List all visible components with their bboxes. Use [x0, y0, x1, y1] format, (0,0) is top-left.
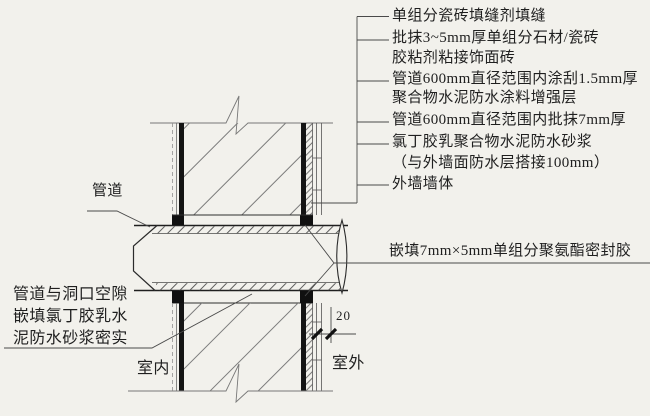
pipe-wall-hatch-bottom	[156, 283, 340, 291]
gap-note-line3: 泥防水砂浆密实	[13, 330, 128, 347]
wall-body-hatch-upper	[184, 123, 301, 215]
dimension-20	[309, 307, 356, 343]
break-line-bottom	[128, 363, 333, 404]
mortar-layer-hatch-upper	[306, 123, 313, 215]
outdoor-label: 室外	[332, 355, 365, 372]
callout-mortar-7mm: 管道600mm直径范围内批抹7mm厚	[392, 112, 626, 128]
pipe-break-left	[132, 225, 158, 291]
pipe-section	[132, 218, 348, 295]
mortar-layer-hatch-lower	[306, 303, 313, 391]
pipe-break-right	[336, 218, 348, 295]
dimension-20-value: 20	[336, 308, 351, 323]
pipe-wall-hatch-top	[156, 226, 340, 234]
dimension-tick	[324, 327, 338, 341]
gap-note-line2: 嵌填氯丁胶乳水	[13, 308, 128, 325]
wall-upper-section	[150, 95, 333, 216]
sealant-blocks	[172, 215, 313, 303]
callout-neoprene-line1: 氯丁胶乳聚合物水泥防水砂浆	[392, 134, 593, 150]
gap-note-leader	[4, 293, 253, 349]
indoor-label: 室内	[137, 360, 170, 377]
callout-adhesive-line1: 批抹3~5mm厚单组分石材/瓷砖	[392, 30, 600, 46]
callout-grout: 单组分瓷砖填缝剂填缝	[392, 8, 547, 24]
callout-coating-line2: 聚合物水泥防水涂料增强层	[392, 90, 577, 106]
callout-leader-lines	[311, 16, 389, 204]
pipe-label-leader	[87, 210, 151, 228]
wall-body-hatch-lower	[184, 303, 301, 391]
pipe-label: 管道	[92, 183, 123, 199]
callout-exterior-wall: 外墙墙体	[392, 176, 454, 192]
sealant-note: 嵌填7mm×5mm单组分聚氨酯密封胶	[389, 243, 632, 259]
callout-neoprene-line2: （与外墙面防水层搭接100mm）	[392, 155, 610, 171]
callout-adhesive-line2: 胶粘剂粘接饰面砖	[392, 50, 516, 66]
sealant-note-leader	[304, 224, 650, 297]
callout-coating-line1: 管道600mm直径范围内涂刮1.5mm厚	[392, 71, 638, 87]
wall-lower-section	[128, 302, 333, 404]
gap-note-line1: 管道与洞口空隙	[13, 286, 128, 303]
dimension-tick	[310, 327, 324, 341]
